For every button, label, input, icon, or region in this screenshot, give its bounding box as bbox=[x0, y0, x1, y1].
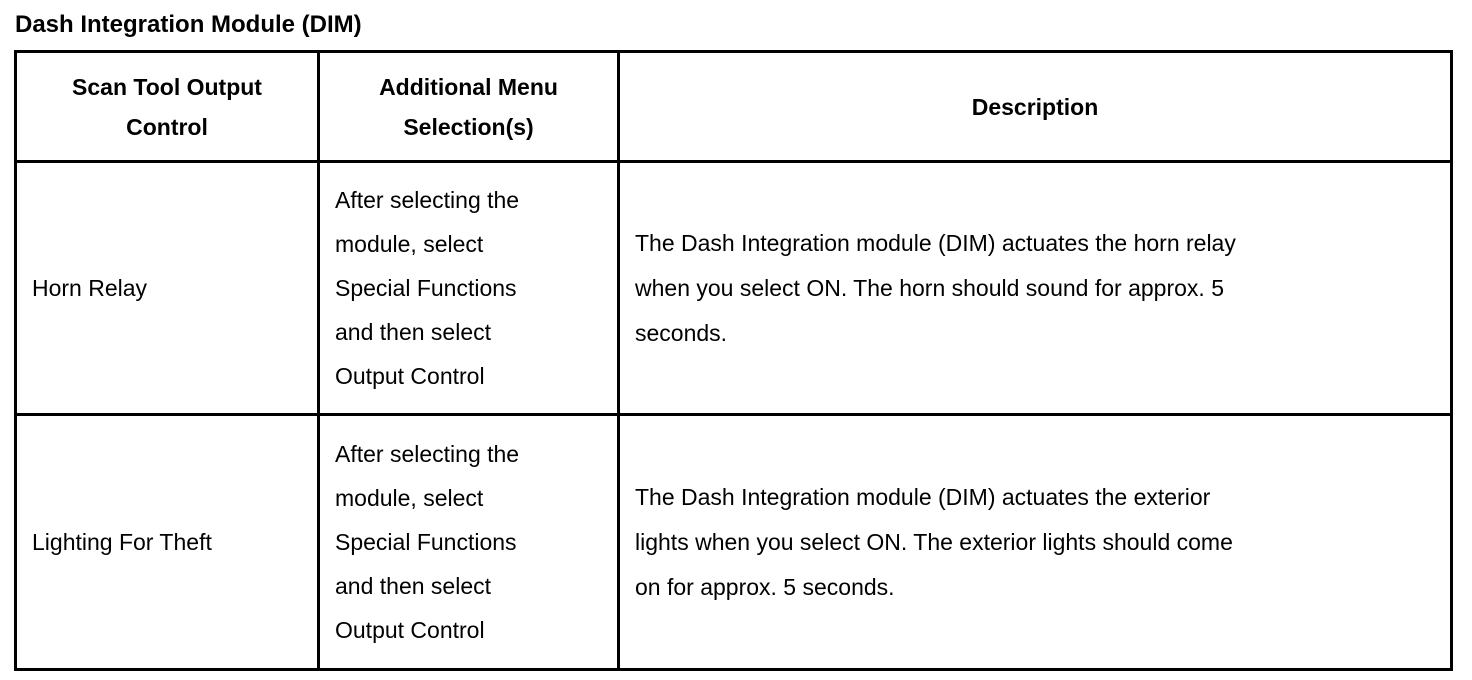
page-title: Dash Integration Module (DIM) bbox=[15, 11, 362, 38]
col-header-additional-menu-selections: Additional Menu Selection(s) bbox=[317, 50, 620, 163]
output-control-value: Horn Relay bbox=[32, 274, 148, 301]
cell-output-control: Lighting For Theft bbox=[14, 413, 320, 671]
cell-description: The Dash Integration module (DIM) actuat… bbox=[617, 160, 1453, 416]
table-row-lighting-for-theft: Lighting For Theft After selecting the m… bbox=[14, 413, 1453, 671]
table-header-row: Scan Tool Output Control Additional Menu… bbox=[14, 50, 1453, 163]
col-header-label: Description bbox=[971, 93, 1099, 120]
output-control-value: Lighting For Theft bbox=[32, 528, 212, 555]
cell-menu-selection: After selecting the module, select Speci… bbox=[317, 160, 620, 416]
menu-selection-value: After selecting the module, select Speci… bbox=[335, 441, 520, 643]
col-header-scan-tool-output-control: Scan Tool Output Control bbox=[14, 50, 320, 163]
col-header-label: Additional Menu Selection(s) bbox=[379, 73, 558, 140]
col-header-description: Description bbox=[617, 50, 1453, 163]
menu-selection-value: After selecting the module, select Speci… bbox=[335, 187, 520, 389]
description-value: The Dash Integration module (DIM) actuat… bbox=[635, 229, 1236, 346]
cell-menu-selection: After selecting the module, select Speci… bbox=[317, 413, 620, 671]
cell-description: The Dash Integration module (DIM) actuat… bbox=[617, 413, 1453, 671]
dim-output-control-table: Scan Tool Output Control Additional Menu… bbox=[14, 50, 1453, 671]
cell-output-control: Horn Relay bbox=[14, 160, 320, 416]
description-value: The Dash Integration module (DIM) actuat… bbox=[635, 483, 1233, 600]
col-header-label: Scan Tool Output Control bbox=[72, 73, 262, 140]
table-row-horn-relay: Horn Relay After selecting the module, s… bbox=[14, 160, 1453, 416]
